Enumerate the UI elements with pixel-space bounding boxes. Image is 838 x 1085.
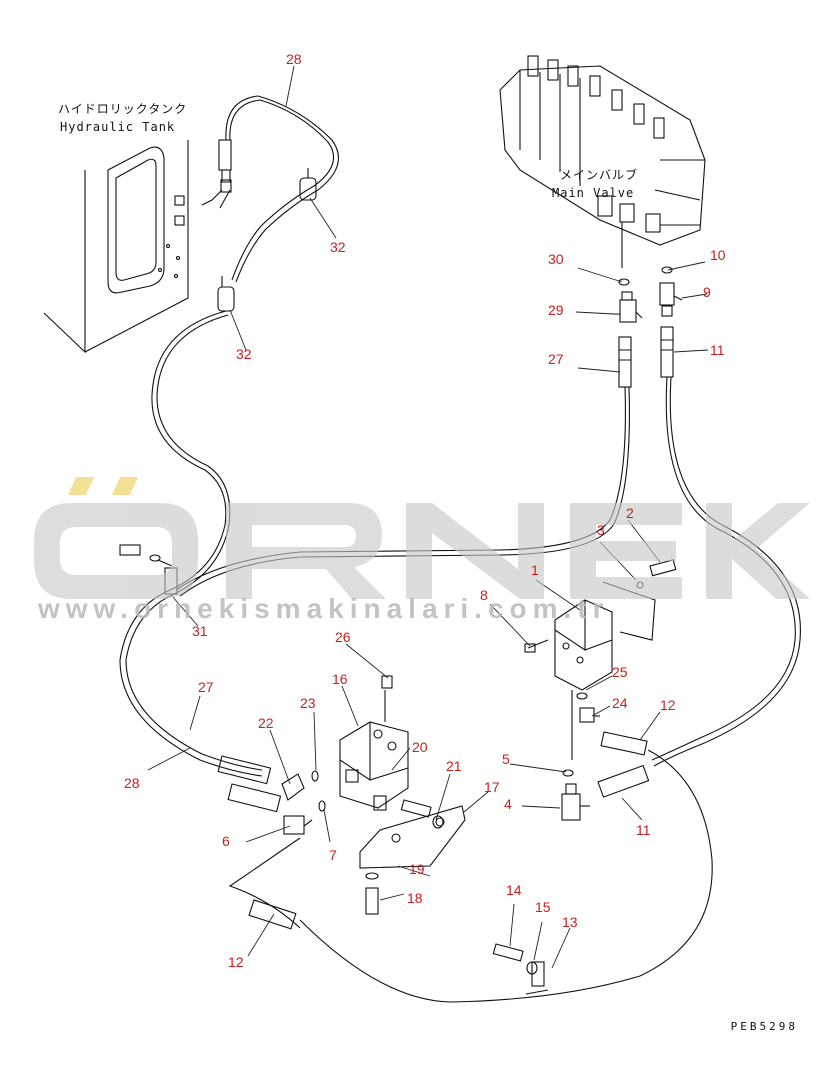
label-13: 13: [562, 914, 578, 930]
watermark-url: www.ornekismakinalari.com.tr: [38, 593, 610, 624]
hose-11-run: [651, 376, 796, 761]
bolt-21: [400, 799, 432, 818]
elbow-4: [561, 783, 590, 821]
hose-12-loop: [299, 749, 713, 1003]
label-16: 16: [332, 671, 348, 687]
label-28-upper: 28: [286, 51, 302, 67]
label-19: 19: [409, 861, 425, 877]
label-25: 25: [612, 664, 628, 680]
tank-caption-jp: ハイドロリックタンク: [58, 102, 188, 116]
label-8: 8: [480, 587, 488, 603]
elbow-22: [281, 773, 305, 801]
label-10: 10: [710, 247, 726, 263]
label-24: 24: [612, 695, 628, 711]
hose-12-end-lower: [248, 899, 297, 930]
label-5: 5: [502, 751, 510, 767]
label-30: 30: [548, 251, 564, 267]
valve-block-16: [339, 675, 409, 811]
label-23: 23: [300, 695, 316, 711]
label-14: 14: [506, 882, 522, 898]
label-26: 26: [335, 629, 351, 645]
valve-caption-en: Main Valve: [552, 186, 635, 200]
label-20: 20: [412, 739, 428, 755]
bracket-17: [359, 805, 466, 869]
hose-28-upper: [225, 95, 339, 283]
bolt-18: [365, 887, 379, 915]
elbow-6: [283, 815, 313, 835]
hydraulic-tank: [43, 140, 189, 354]
elbow-29: [611, 291, 643, 323]
label-3: 3: [597, 522, 605, 538]
drawing-code: PEB5298: [730, 1020, 798, 1033]
label-31: 31: [192, 623, 208, 639]
main-valve: [499, 55, 706, 268]
hose-11-end-right: [597, 764, 650, 798]
hose-11-end-upper: [660, 326, 674, 378]
elbow-9: [659, 282, 683, 317]
hose-12-end-right: [600, 731, 648, 756]
clamp-32-upper: [299, 168, 317, 201]
label-4: 4: [504, 796, 512, 812]
clamp-32-lower: [217, 276, 235, 312]
watermark-logo-art: [34, 477, 810, 599]
hose-long-tank: [119, 310, 263, 777]
label-22: 22: [258, 715, 274, 731]
hose-28-end-lower: [227, 783, 282, 813]
label-27-upper: 27: [548, 351, 564, 367]
label-15: 15: [535, 899, 551, 915]
label-6: 6: [222, 833, 230, 849]
label-27-lower: 27: [198, 679, 214, 695]
bolt-14: [492, 943, 524, 962]
tank-caption-en: Hydraulic Tank: [60, 120, 176, 134]
hose-27-end-lower: [217, 755, 272, 785]
label-11-lower: 11: [636, 822, 651, 838]
label-29: 29: [548, 302, 564, 318]
label-17: 17: [484, 779, 500, 795]
label-11-upper: 11: [710, 342, 725, 358]
label-12-lower: 12: [228, 954, 244, 970]
label-32-lower: 32: [236, 346, 252, 362]
fitting-24: [579, 707, 600, 723]
label-2: 2: [626, 505, 634, 521]
label-32-upper: 32: [330, 239, 346, 255]
label-1: 1: [531, 562, 539, 578]
valve-caption-jp: メインバルブ: [560, 168, 639, 182]
label-9: 9: [703, 284, 711, 300]
label-28-lower: 28: [124, 775, 140, 791]
label-18: 18: [407, 890, 423, 906]
label-12-right: 12: [660, 697, 676, 713]
label-7: 7: [329, 847, 337, 863]
tank-elbow-fitting: [201, 139, 232, 209]
hose-27-end-upper: [618, 336, 632, 388]
label-21: 21: [446, 758, 462, 774]
